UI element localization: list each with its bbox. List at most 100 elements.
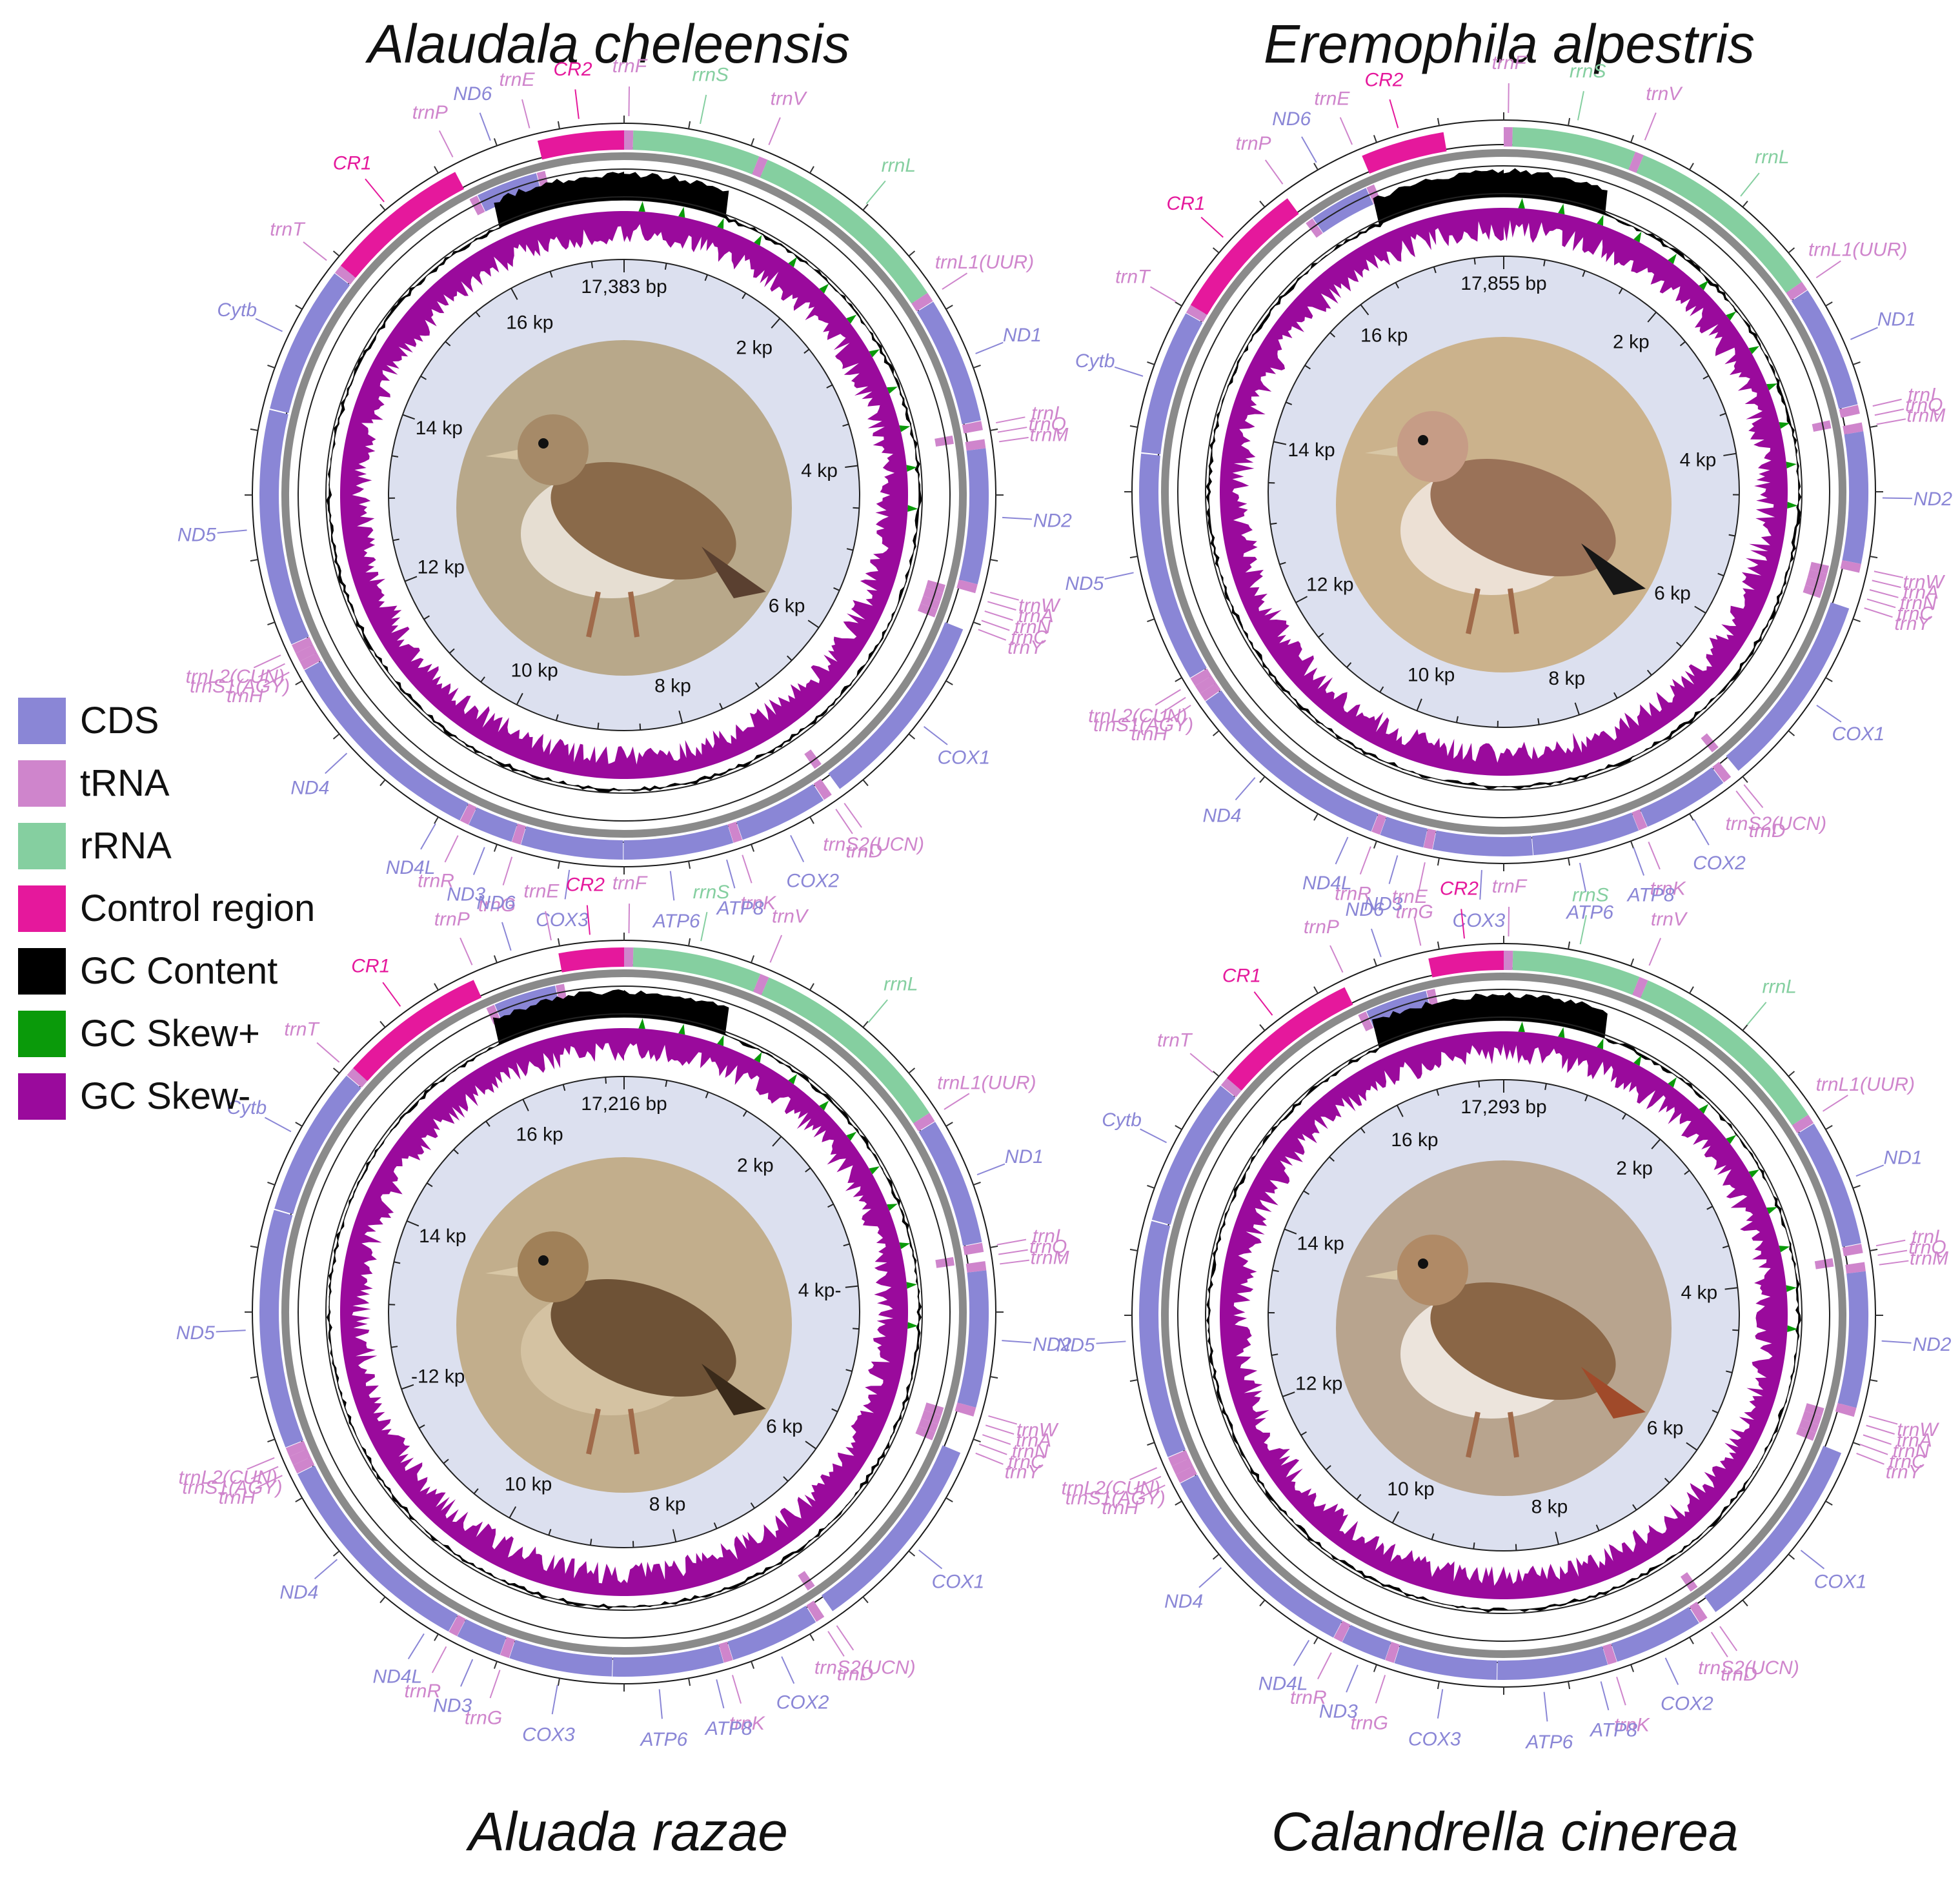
bird-tail: [702, 547, 766, 598]
outer-tick: [1147, 1442, 1155, 1446]
gc-skew-plus-mark: [1633, 1055, 1642, 1066]
gene-label-nd4: ND4: [279, 1582, 318, 1603]
gene-label-trni: trnI: [1033, 1226, 1060, 1247]
outer-tick: [1259, 1024, 1266, 1031]
gene-label-leader: [1868, 1415, 1898, 1425]
kb-tick-label: 8 kp: [649, 1494, 686, 1515]
kb-tick: [404, 576, 418, 582]
gene-label-leader: [1339, 117, 1353, 145]
outer-tick: [862, 1020, 869, 1028]
kb-tick-label: 2 kp: [736, 337, 773, 358]
gene-label-leader: [460, 1659, 474, 1687]
gene-arc-atp8: [698, 1644, 724, 1668]
gene-label-leader: [1746, 1002, 1767, 1026]
gc-skew-plus-mark: [754, 1052, 762, 1063]
bird-eye: [538, 1255, 549, 1266]
kb-tick: [1537, 718, 1540, 725]
gene-label-leader: [1577, 91, 1584, 121]
kb-tick: [713, 1522, 718, 1529]
gene-label-leader: [1823, 1095, 1848, 1112]
gene-label-trnv: trnV: [1646, 83, 1683, 105]
kb-tick-label: 14 kp: [419, 1226, 466, 1247]
gene-label-trnh: trnH: [219, 1487, 256, 1508]
outer-tick: [493, 138, 498, 147]
kb-tick: [555, 714, 559, 721]
outer-tick: [1373, 958, 1377, 967]
gc-content-track-border: [298, 168, 951, 822]
gene-arc-nd3: [1380, 816, 1428, 848]
gene-label-leader: [1859, 1444, 1888, 1455]
bird-tail: [1581, 543, 1646, 595]
kb-tick: [1360, 304, 1369, 316]
outer-tick: [688, 1678, 691, 1686]
legend-item-control-region: Control region: [18, 877, 315, 940]
gene-arc-nd2: [1837, 1271, 1868, 1408]
kb-tick: [1686, 1442, 1697, 1451]
gene-label-cox1: COX1: [932, 1572, 985, 1593]
outer-tick: [1825, 1125, 1833, 1130]
bird-leg: [586, 1408, 601, 1455]
kb-tick: [1664, 1477, 1670, 1484]
species-title-aluada-razae: Aluada razae: [469, 1801, 789, 1862]
gene-label-leader: [1375, 1675, 1386, 1704]
gene-arc-atp6: [623, 829, 713, 860]
gene-label-leader: [1508, 907, 1510, 937]
gene-label-trnm: trnM: [1031, 1248, 1069, 1269]
gene-arc-trnq: [1814, 1258, 1834, 1269]
kb-tick: [1272, 1269, 1279, 1273]
gene-label-leader: [942, 272, 968, 290]
gene-label-trnq: trnQ: [1029, 1237, 1067, 1258]
kb-tick: [1304, 365, 1311, 370]
gene-arc-trnn: [1801, 1411, 1822, 1425]
gene-label-trnw: trnW: [1903, 572, 1946, 593]
kb-tick: [420, 376, 427, 380]
gene-label-trnl1-uur: trnL1(UUR): [937, 1072, 1036, 1093]
legend-swatch-gc-content: [18, 947, 66, 995]
gene-label-nd4: ND4: [1202, 805, 1241, 827]
kb-tick-label: 6 kp: [769, 596, 805, 617]
outer-tick: [250, 1245, 258, 1248]
gene-label-leader: [1129, 1467, 1158, 1481]
gene-arc-rrnl: [761, 977, 930, 1124]
gene-arc-atp6: [612, 1649, 703, 1677]
bird-tail: [702, 1364, 766, 1415]
gene-label-trna: trnA: [1897, 1430, 1932, 1451]
gene-arc-rrnl: [1640, 980, 1808, 1126]
gene-label-trnq: trnQ: [1029, 414, 1066, 435]
outer-tick: [1313, 813, 1318, 821]
legend-item-gc-content: GC Content: [18, 940, 315, 1002]
outer-tick: [1742, 200, 1748, 208]
kb-tick: [423, 615, 430, 620]
gc-skew-plus-mark: [1668, 254, 1677, 265]
gene-label-leader: [1616, 1676, 1626, 1706]
gene-arc-trne: [1426, 989, 1439, 1009]
gene-label-leader: [1740, 172, 1760, 197]
gene-label-trnm: trnM: [1029, 424, 1068, 445]
outer-tick: [990, 428, 998, 431]
outer-tick: [1852, 1442, 1861, 1446]
outer-tick: [1852, 618, 1861, 623]
gene-label-trnc: trnC: [1011, 627, 1047, 648]
gene-label-trnq: trnQ: [1908, 1237, 1946, 1258]
gene-arc-cox3: [1394, 1644, 1497, 1680]
gene-arc-atp6: [1531, 819, 1620, 856]
gene-label-nd2: ND2: [1914, 489, 1952, 510]
kb-tick: [719, 703, 723, 710]
gene-label-leader: [769, 935, 783, 963]
gene-arc-trny: [1803, 585, 1823, 598]
kb-tick: [754, 682, 760, 689]
gene-label-leader: [1856, 1453, 1884, 1465]
gene-label-trnd: trnD: [1721, 1664, 1757, 1685]
bird-leg: [1508, 1411, 1519, 1458]
gene-label-trnd: trnD: [837, 1663, 874, 1684]
gene-arc-cr2: [1362, 132, 1447, 174]
backbone-ring: [1161, 149, 1846, 834]
gene-label-leader: [431, 1646, 447, 1673]
gene-label-leader: [1855, 1164, 1884, 1177]
gene-label-leader: [1293, 1639, 1310, 1666]
gene-arc-nd4l: [1337, 798, 1379, 832]
kb-tick-label: 2 kp: [1613, 331, 1650, 352]
gene-arc-trns2-ucn: [1680, 1572, 1698, 1592]
